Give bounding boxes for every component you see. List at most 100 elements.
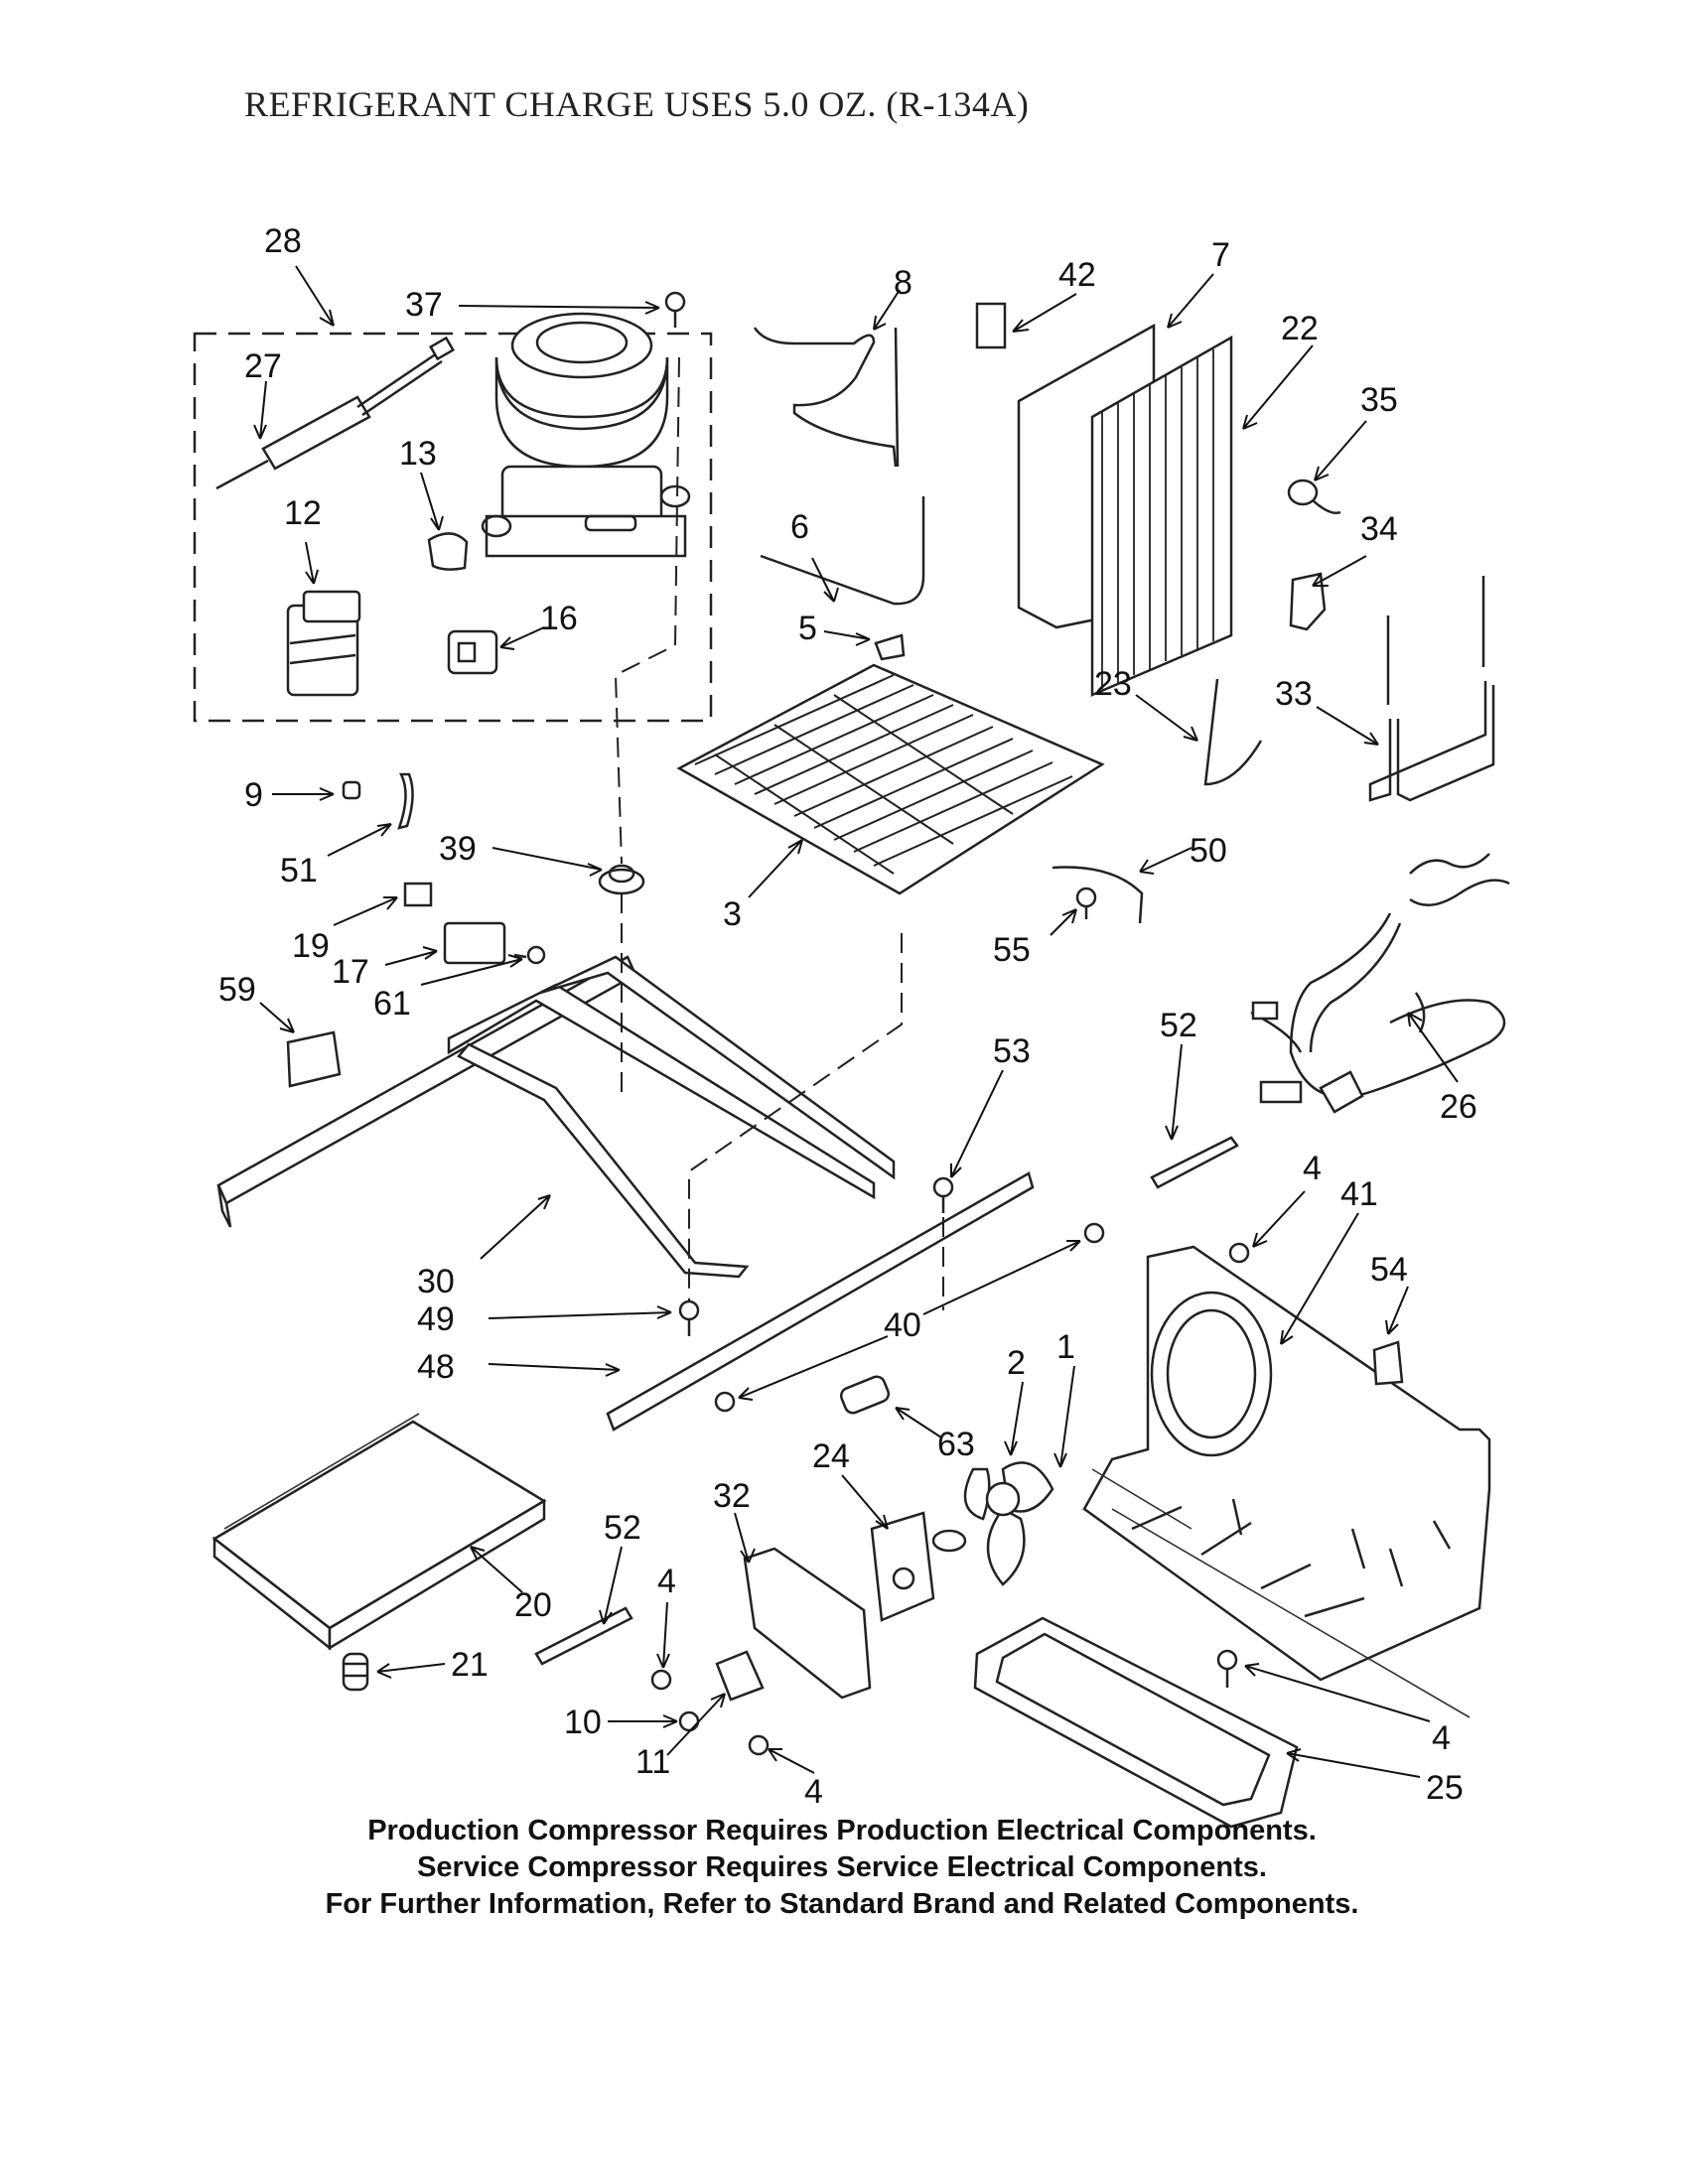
callout-39: 39 — [439, 830, 477, 868]
callout-24: 24 — [812, 1437, 850, 1475]
callout-41: 41 — [1340, 1175, 1378, 1213]
wire-nut-54-drawing — [1372, 1340, 1404, 1386]
callout-30: 30 — [417, 1263, 455, 1300]
panel-20-drawing — [211, 1413, 547, 1651]
wiring-harness-drawing — [1250, 853, 1510, 1114]
grommet-39-drawing — [598, 864, 645, 895]
callout-40: 40 — [884, 1306, 921, 1344]
callout-13: 13 — [399, 435, 437, 473]
screw-4c-drawing — [748, 1734, 770, 1756]
callout-34: 34 — [1360, 510, 1398, 548]
tube-6-drawing — [760, 496, 925, 606]
bracket-42-drawing — [975, 302, 1007, 349]
callout-20: 20 — [514, 1586, 552, 1624]
callout-55: 55 — [993, 931, 1031, 969]
footer-line-2: Service Compressor Requires Service Elec… — [417, 1851, 1267, 1883]
callout-10: 10 — [564, 1704, 602, 1741]
wire-50-drawing — [1052, 866, 1144, 924]
callout-26: 26 — [1440, 1088, 1477, 1126]
callout-4c: 4 — [804, 1773, 823, 1811]
part-11-drawing — [715, 1650, 765, 1702]
callout-49: 49 — [417, 1300, 455, 1338]
callout-52a: 52 — [1160, 1007, 1197, 1044]
tubes-33-drawing — [1368, 576, 1495, 802]
callout-1: 1 — [1056, 1328, 1075, 1366]
clip-drawing — [427, 532, 469, 571]
leader-lines — [253, 265, 1459, 1778]
callout-11: 11 — [635, 1743, 670, 1781]
screw-4a-drawing — [1228, 1242, 1250, 1264]
screw-40a-drawing — [1083, 1222, 1105, 1244]
callout-4a: 4 — [1303, 1150, 1322, 1187]
callout-2: 2 — [1007, 1344, 1026, 1382]
callout-16: 16 — [540, 600, 578, 637]
footer-line-3: For Further Information, Refer to Standa… — [325, 1888, 1359, 1920]
plug-9-drawing — [342, 780, 361, 800]
rail-48-drawing — [606, 1171, 1035, 1432]
callout-23: 23 — [1094, 665, 1132, 703]
callout-53: 53 — [993, 1032, 1031, 1070]
relay-drawing — [286, 590, 361, 697]
screw-49-drawing — [678, 1299, 700, 1336]
callout-32: 32 — [713, 1477, 751, 1515]
callout-8: 8 — [894, 264, 912, 302]
screw-4b-drawing — [650, 1669, 672, 1691]
frame-rails-drawing — [216, 955, 896, 1279]
callout-labels: 28 37 27 13 12 16 8 42 7 22 35 34 6 5 23… — [218, 222, 1477, 1811]
evaporator-drawing — [1090, 335, 1233, 697]
clip-59-drawing — [286, 1030, 342, 1088]
screw-4d-drawing — [1216, 1649, 1238, 1688]
screw-40b-drawing — [714, 1391, 736, 1413]
callout-7: 7 — [1211, 236, 1230, 274]
callout-9: 9 — [244, 776, 263, 814]
callout-4b: 4 — [657, 1563, 676, 1600]
callout-52b: 52 — [604, 1509, 641, 1547]
callout-6: 6 — [790, 508, 809, 546]
fan-blade-drawing — [963, 1461, 1054, 1586]
screw-37-drawing — [664, 291, 686, 328]
part-19-drawing — [403, 882, 433, 907]
screw-61-drawing — [513, 945, 546, 965]
tube-8-drawing — [753, 327, 898, 468]
wire-23-drawing — [1203, 678, 1263, 786]
callout-21: 21 — [451, 1646, 489, 1684]
bracket-34-drawing — [1289, 572, 1327, 631]
callout-12: 12 — [284, 494, 322, 532]
callout-48: 48 — [417, 1348, 455, 1386]
callout-17: 17 — [332, 953, 369, 991]
callout-61: 61 — [373, 985, 411, 1023]
screw-55-drawing — [1075, 887, 1097, 919]
overload-drawing — [447, 629, 498, 675]
screw-10-drawing — [678, 1710, 700, 1732]
callout-42: 42 — [1058, 256, 1096, 294]
callout-4d: 4 — [1432, 1719, 1451, 1757]
compressor-assembly-outline — [193, 332, 713, 723]
clip-5-drawing — [874, 633, 906, 661]
callout-63: 63 — [937, 1426, 975, 1463]
callout-3: 3 — [723, 895, 742, 933]
callout-37: 37 — [405, 286, 443, 324]
spring-21-drawing — [342, 1652, 369, 1692]
callout-35: 35 — [1360, 381, 1398, 419]
footer-line-1: Production Compressor Requires Productio… — [367, 1815, 1317, 1846]
compressor-drawing — [481, 312, 691, 558]
page-title: REFRIGERANT CHARGE USES 5.0 OZ. (R-134A) — [244, 84, 1030, 124]
fan-motor-drawing — [870, 1511, 967, 1622]
part-17-drawing — [443, 921, 506, 965]
routing-dashed-lines — [614, 356, 944, 1310]
callout-22: 22 — [1281, 310, 1319, 347]
base-pan-drawing — [1082, 1245, 1491, 1718]
tube-51-drawing — [397, 772, 414, 830]
footer-notes: Production Compressor Requires Productio… — [0, 1813, 1684, 1923]
callout-50: 50 — [1190, 832, 1227, 870]
callout-54: 54 — [1370, 1251, 1408, 1289]
cable-tie-52b-drawing — [534, 1606, 633, 1666]
drain-pan-drawing — [973, 1616, 1299, 1829]
callout-19: 19 — [292, 927, 330, 965]
callout-27: 27 — [244, 347, 282, 385]
screw-53-drawing — [932, 1176, 954, 1213]
thermostat-35-drawing — [1287, 478, 1341, 514]
drier-drawing — [215, 336, 456, 490]
callout-25: 25 — [1426, 1769, 1464, 1807]
